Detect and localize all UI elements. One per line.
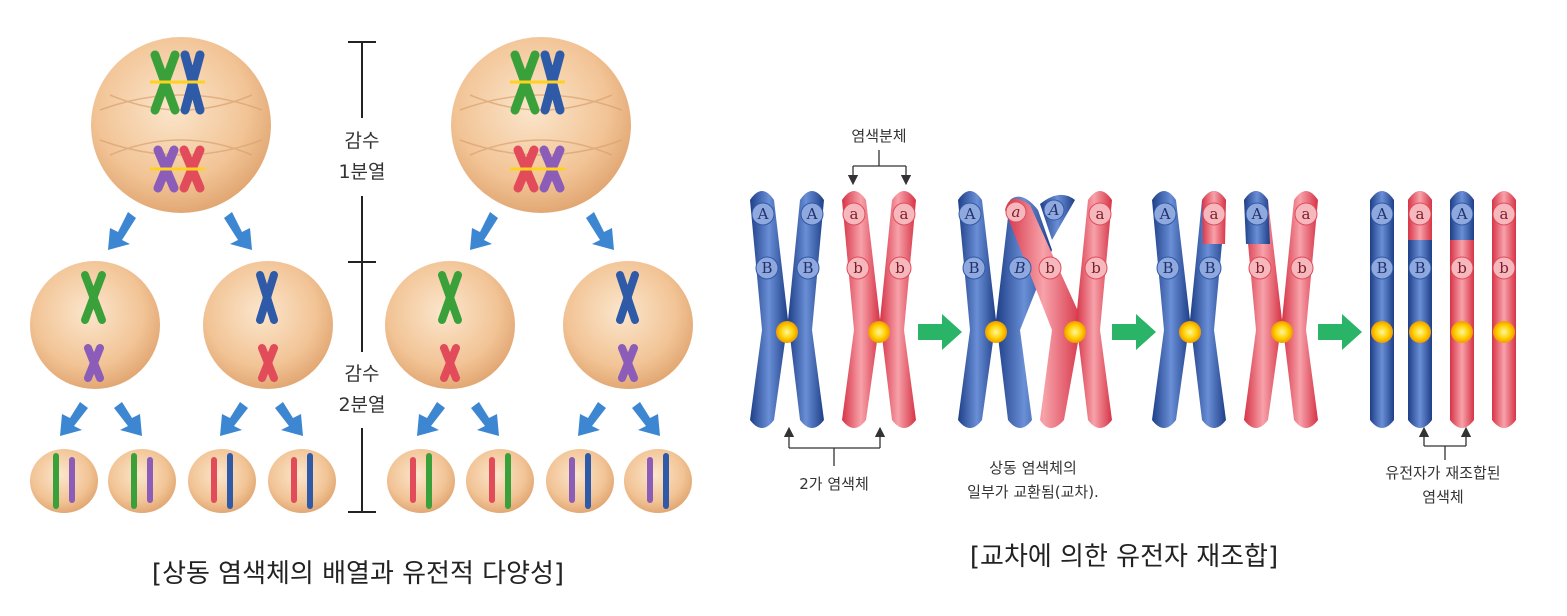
bivalent-stage: A A a a B B b b bbox=[750, 191, 916, 428]
allele-B: B bbox=[1162, 259, 1173, 277]
allele-A: A bbox=[1159, 205, 1171, 223]
recombined-stage: A a A a B B b b bbox=[1370, 191, 1516, 428]
allele-a: a bbox=[1210, 205, 1219, 223]
stage-bracket bbox=[348, 41, 376, 513]
allele-A: A bbox=[1251, 205, 1263, 223]
allele-a: a bbox=[1096, 205, 1105, 223]
parent-cell-left bbox=[91, 37, 271, 213]
meiosis2-label-line1: 감수 bbox=[345, 363, 380, 385]
left-caption: [상동 염색체의 배열과 유전적 다양성] bbox=[152, 559, 564, 589]
recombined-bracket bbox=[1418, 426, 1472, 460]
bivalent-label: 2가 염색체 bbox=[799, 475, 869, 493]
chromatid-label: 염색분체 bbox=[851, 127, 906, 145]
allele-B: B bbox=[761, 259, 772, 277]
arrows-meiosis1 bbox=[108, 212, 614, 250]
allele-b: b bbox=[1297, 259, 1307, 277]
allele-B: B bbox=[1013, 259, 1025, 277]
arrows-meiosis2 bbox=[60, 402, 660, 436]
allele-a: a bbox=[900, 205, 909, 223]
recombined-label-line1: 유전자가 재조합된 bbox=[1385, 464, 1500, 482]
allele-b: b bbox=[1457, 259, 1467, 277]
allele-a: a bbox=[1500, 205, 1509, 223]
allele-b: b bbox=[1091, 259, 1101, 277]
recombined-label-line2: 염색체 bbox=[1422, 488, 1463, 506]
crossover-label-line2: 일부가 교환됨(교차). bbox=[967, 483, 1099, 501]
allele-b: b bbox=[895, 259, 905, 277]
allele-a: a bbox=[1012, 203, 1021, 221]
right-panel: 염색분체 A A a a B B b b bbox=[750, 127, 1516, 572]
allele-a: a bbox=[850, 205, 859, 223]
allele-A: A bbox=[806, 205, 818, 223]
allele-b: b bbox=[853, 259, 863, 277]
gamete-cells bbox=[30, 449, 692, 513]
allele-a: a bbox=[1302, 205, 1311, 223]
allele-A: A bbox=[757, 205, 769, 223]
allele-A: A bbox=[1456, 205, 1468, 223]
allele-B: B bbox=[1414, 259, 1425, 277]
allele-B: B bbox=[968, 259, 979, 277]
chromatid-bracket bbox=[847, 150, 912, 186]
allele-B: B bbox=[1204, 259, 1215, 277]
allele-A: A bbox=[1047, 201, 1060, 219]
allele-B: B bbox=[1376, 259, 1387, 277]
allele-b: b bbox=[1499, 259, 1509, 277]
meiosis1-label-line2: 1분열 bbox=[338, 161, 385, 183]
crossover-stage: A a A a B B b b bbox=[958, 191, 1112, 428]
allele-A: A bbox=[1376, 205, 1388, 223]
left-panel: 감수 1분열 감수 2분열 [상동 염색체의 배열과 유전적 다양성] bbox=[30, 37, 693, 589]
daughter-cells-meiosis1 bbox=[30, 261, 693, 389]
bivalent-bracket bbox=[783, 426, 886, 466]
allele-a: a bbox=[1416, 205, 1425, 223]
process-arrows bbox=[918, 314, 1362, 350]
parent-cell-right bbox=[451, 37, 631, 213]
allele-B: B bbox=[802, 259, 813, 277]
post-exchange-stage: A a A a B B b b bbox=[1152, 191, 1318, 428]
allele-A: A bbox=[964, 205, 976, 223]
allele-b: b bbox=[1045, 259, 1055, 277]
meiosis2-label-line2: 2분열 bbox=[338, 394, 385, 416]
right-caption: [교차에 의한 유전자 재조합] bbox=[970, 542, 1278, 572]
allele-b: b bbox=[1255, 259, 1265, 277]
meiosis1-label-line1: 감수 bbox=[345, 130, 380, 152]
crossover-label-line1: 상동 염색체의 bbox=[989, 459, 1077, 477]
